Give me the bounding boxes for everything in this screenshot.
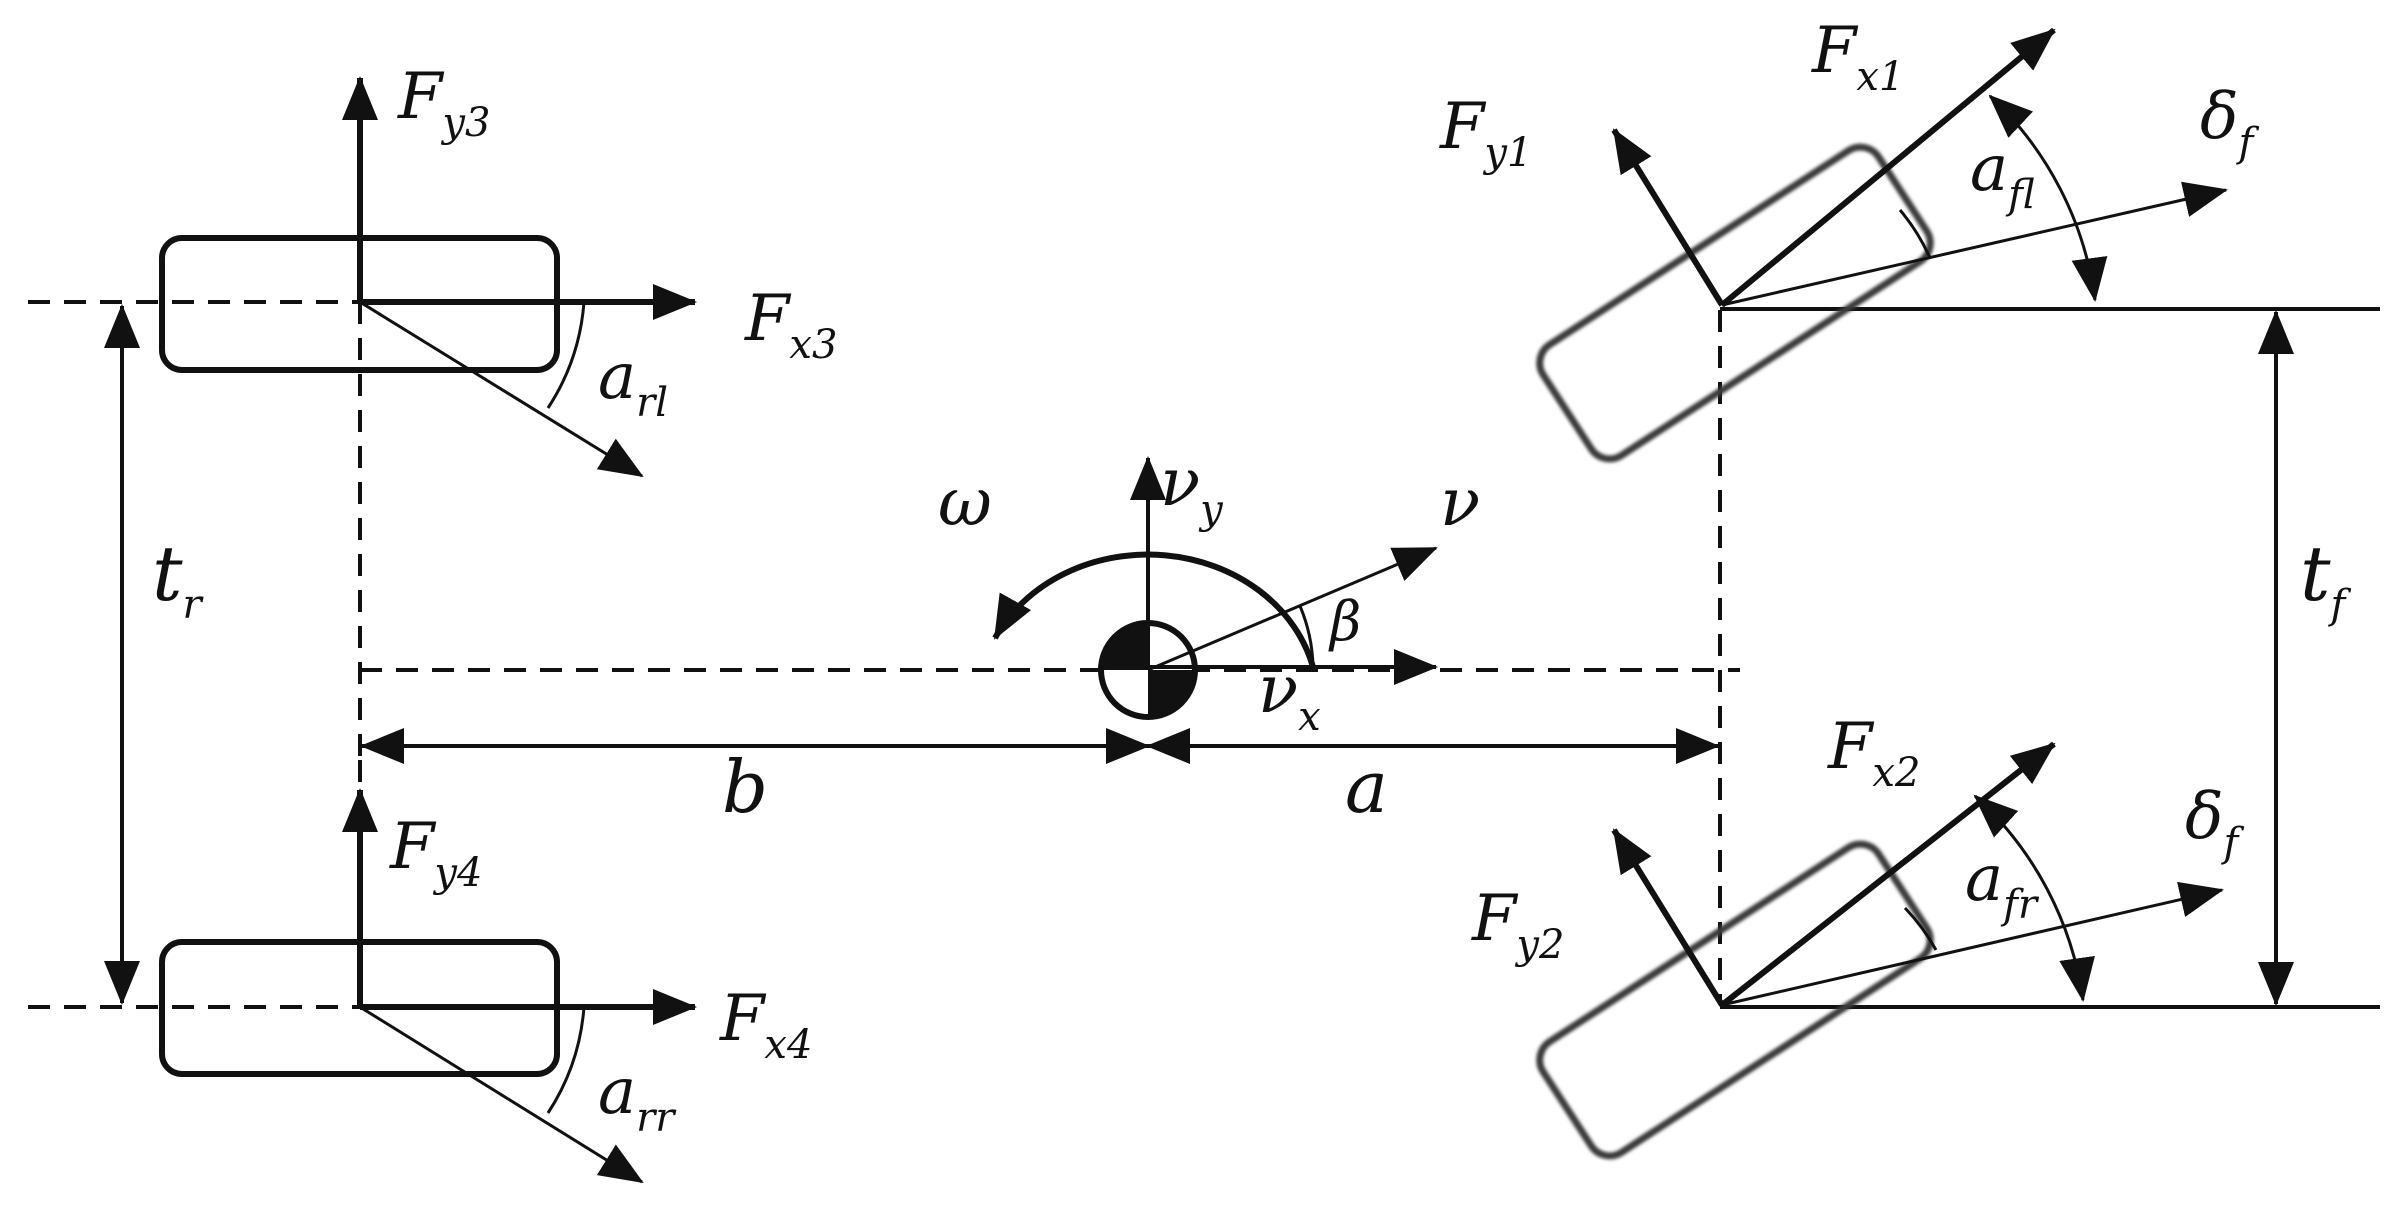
afr-angle-arc: [1903, 906, 1938, 951]
label-vy: νy: [1160, 444, 1224, 533]
front-right-tire: [1536, 840, 1934, 1160]
reference-lines: [28, 300, 1740, 1009]
v-arrow: [1147, 546, 1438, 672]
fy1-arrow: [1611, 128, 1725, 307]
label-fx1: Fx1: [1811, 14, 1904, 100]
label-vx: νx: [1258, 651, 1321, 740]
label-arl: arl: [598, 340, 668, 426]
omega-arc: [992, 551, 1316, 668]
arr-angle-arc: [546, 1006, 586, 1114]
fy2-arrow: [1611, 828, 1725, 1007]
label-a: a: [1345, 745, 1388, 829]
label-v: ν: [1440, 464, 1480, 541]
label-afr: afr: [1965, 842, 2040, 928]
label-fy4: Fy4: [389, 810, 482, 896]
label-fx3: Fx3: [744, 282, 837, 368]
fx1-arrow: [1720, 27, 2056, 308]
front-right-velocity-arrow: [1721, 881, 2224, 1007]
rear-right-velocity-arrow: [359, 1005, 644, 1184]
front-left-velocity-arrow: [1721, 181, 2228, 307]
rear-left-velocity-arrow: [359, 300, 644, 478]
label-fx2: Fx2: [1827, 710, 1920, 796]
label-fx4: Fx4: [719, 982, 812, 1068]
afl-angle-arc: [1898, 209, 1932, 259]
label-omega: ω: [938, 464, 992, 541]
label-b: b: [722, 745, 768, 829]
label-afl: afl: [1970, 132, 2035, 218]
delta-f2-arc: [1973, 794, 2095, 1002]
front-left-tire: [1536, 143, 1934, 463]
label-df1: δf: [2200, 80, 2260, 166]
label-beta: β: [1328, 590, 1361, 653]
label-arr: arr: [598, 1055, 677, 1141]
delta-f1-arc: [1988, 94, 2108, 302]
label-fy3: Fy3: [397, 60, 490, 146]
label-df2: δf: [2185, 780, 2245, 866]
fx2-arrow: [1720, 741, 2056, 1008]
label-tr: tr: [152, 529, 205, 628]
labels: Fy3 Fx3 arl Fy4 Fx4 arr tr tf b a ω νy ν…: [152, 14, 2352, 1141]
label-tf: tf: [2300, 529, 2352, 628]
label-fy2: Fy2: [1471, 882, 1564, 968]
arl-angle-arc: [546, 301, 586, 409]
label-fy1: Fy1: [1439, 90, 1532, 176]
